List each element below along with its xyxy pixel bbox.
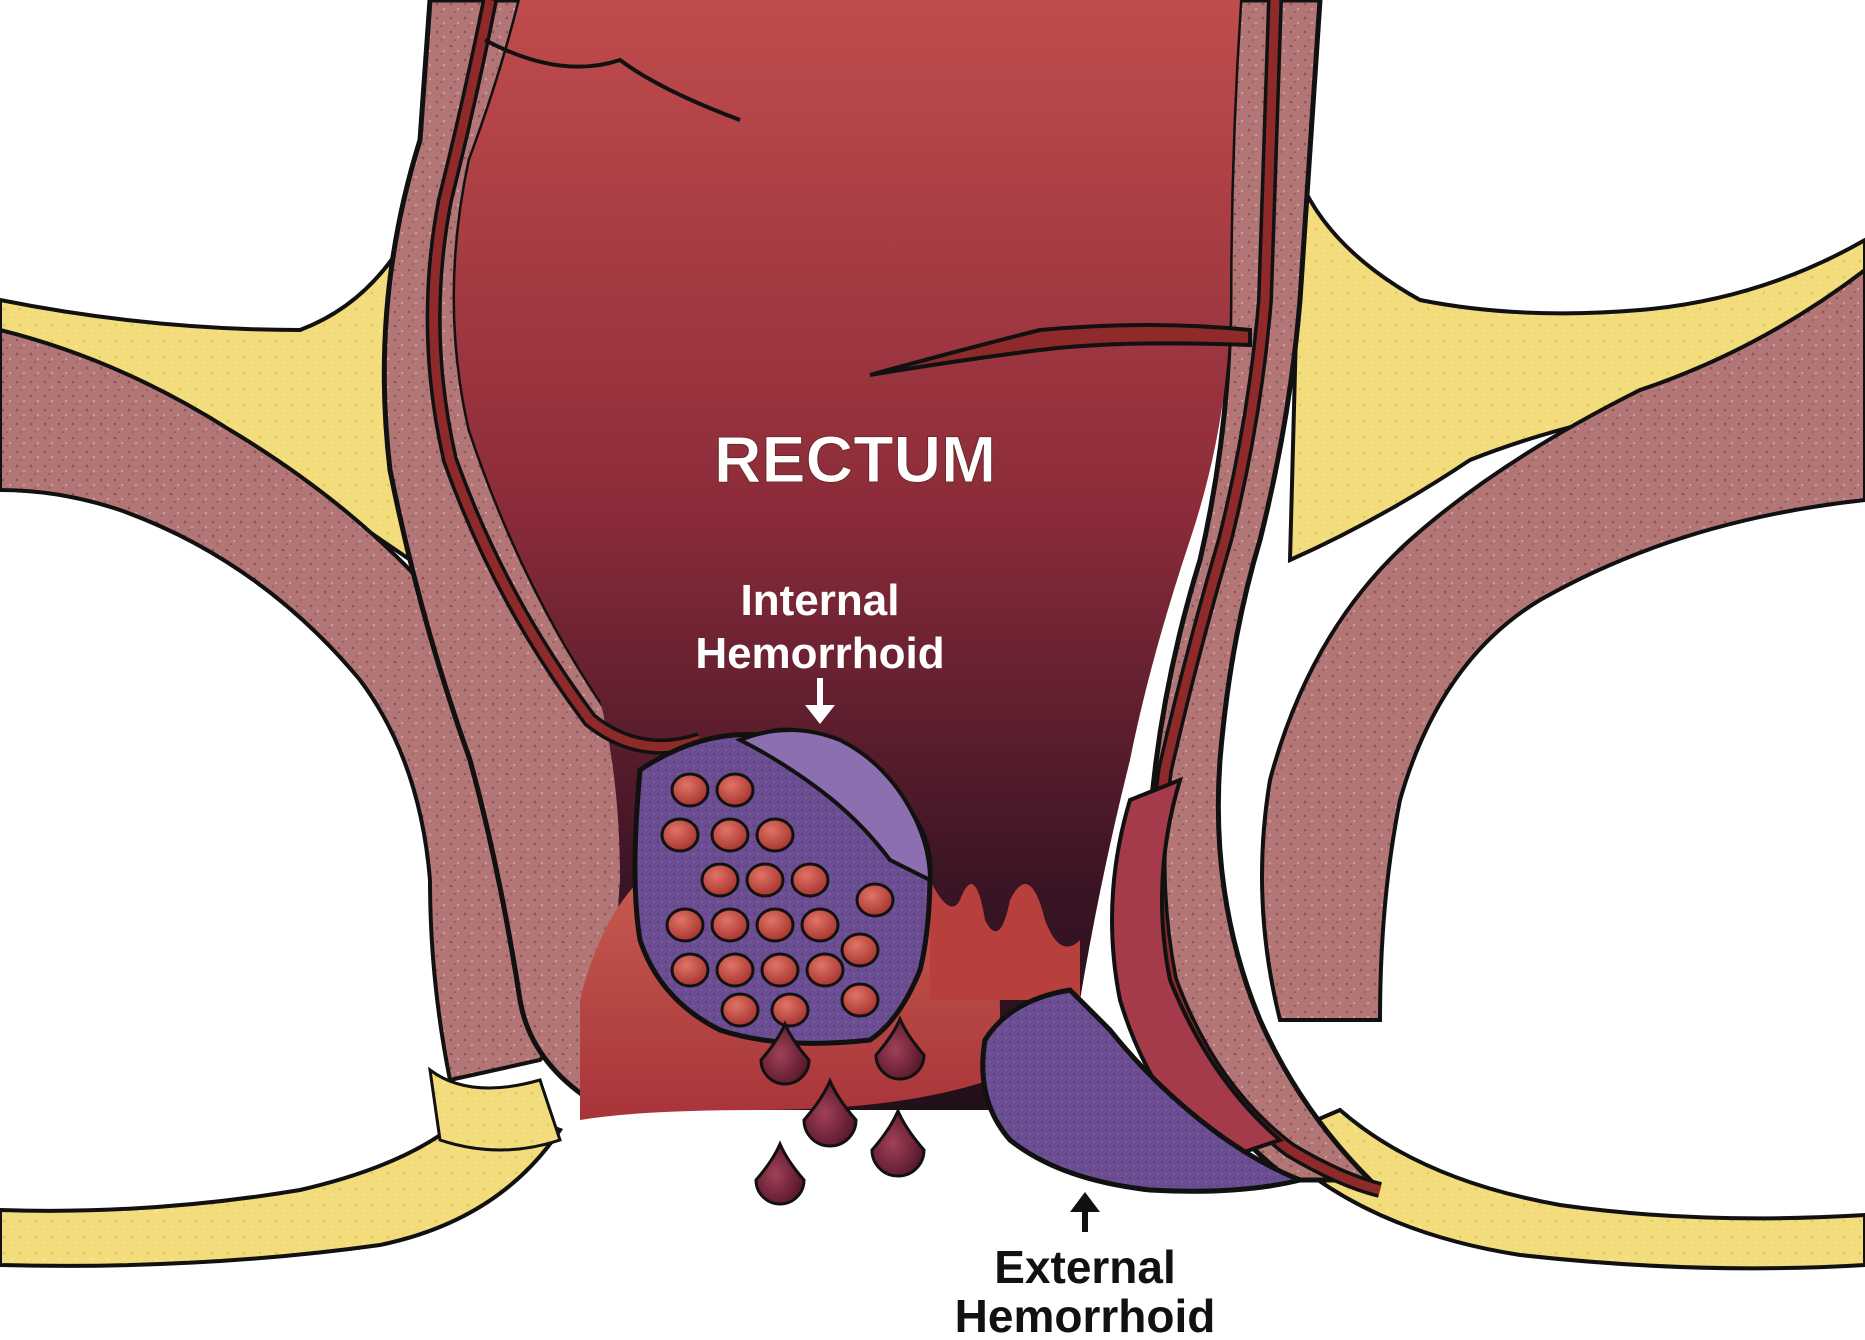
external-hemorrhoid-label-line2: Hemorrhoid <box>955 1290 1216 1340</box>
vessel-circle <box>662 819 698 851</box>
vessel-circle <box>792 864 828 896</box>
vessel-circle <box>842 934 878 966</box>
vessel-circle <box>757 819 793 851</box>
vessel-circle <box>772 994 808 1026</box>
vessel-circle <box>712 819 748 851</box>
internal-hemorrhoid-label-line1: Internal <box>741 576 900 625</box>
vessel-circle <box>857 884 893 916</box>
internal-hemorrhoid-label-line2: Hemorrhoid <box>695 629 944 678</box>
vessel-circle <box>672 774 708 806</box>
vessel-circle <box>672 954 708 986</box>
vessel-circle <box>807 954 843 986</box>
vessel-circle <box>717 774 753 806</box>
vessel-circle <box>702 864 738 896</box>
external-hemorrhoid-label-line1: External <box>994 1241 1176 1293</box>
vessel-circle <box>762 954 798 986</box>
vessel-circle <box>667 909 703 941</box>
vessel-circle <box>722 994 758 1026</box>
vessel-circle <box>757 909 793 941</box>
vessel-circle <box>842 984 878 1016</box>
rectum-label: RECTUM <box>714 422 996 496</box>
vessel-circle <box>712 909 748 941</box>
vessel-circle <box>717 954 753 986</box>
vessel-circle <box>802 909 838 941</box>
vessel-circle <box>747 864 783 896</box>
